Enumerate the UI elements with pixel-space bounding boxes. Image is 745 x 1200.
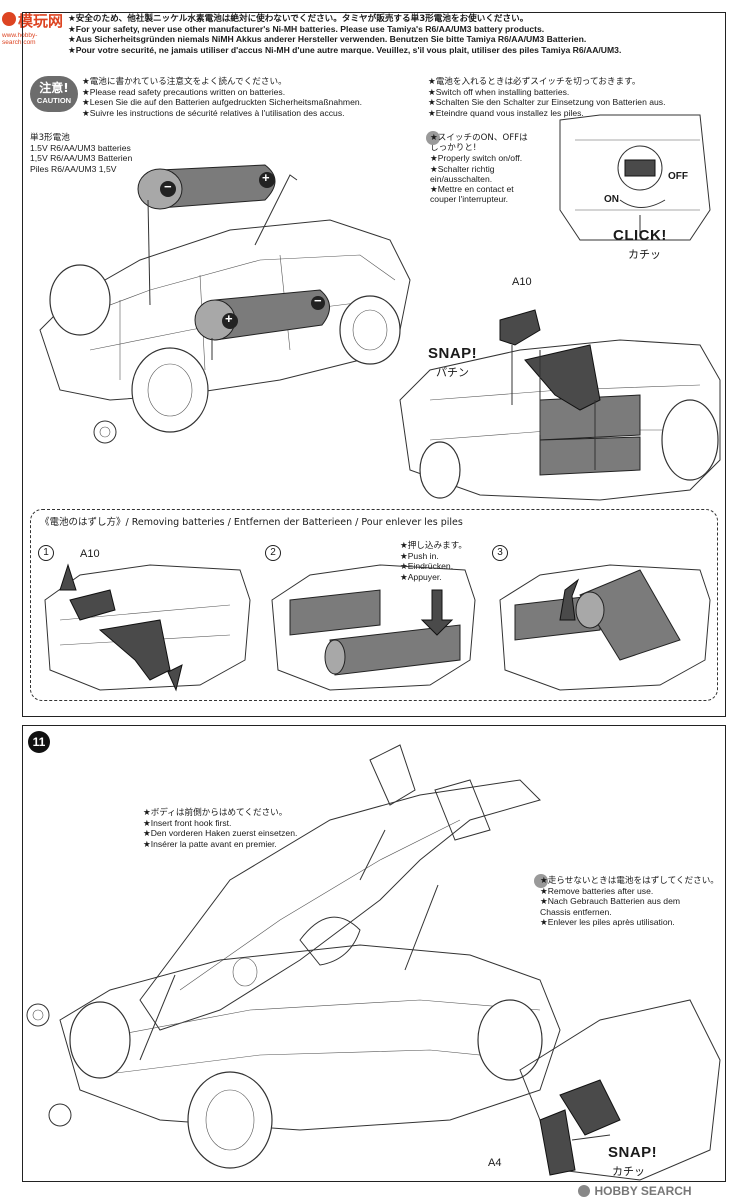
- removal-step-number: 2: [265, 545, 281, 561]
- top-warning-line: ★安全のため、他社製ニッケル水素電池は絶対に使わないでください。タミヤが販売する…: [68, 14, 529, 24]
- front-hook-line: ★Insert front hook first.: [143, 818, 232, 829]
- step-11-number-text: 11: [32, 735, 46, 749]
- step-11-number: 11: [28, 731, 50, 753]
- remove-note-dot: [534, 874, 548, 888]
- remove-batteries-line: Chassis entfernen.: [540, 906, 612, 917]
- switch-off-label: OFF: [668, 171, 688, 182]
- part-a10-label: A10: [512, 276, 532, 288]
- click-callout: CLICK!: [613, 227, 667, 244]
- part-a4-label: A4: [488, 1157, 502, 1169]
- removal-step-number: 1: [38, 545, 54, 561]
- click-callout-jp: カチッ: [628, 248, 661, 261]
- step-11-panel: [22, 725, 726, 1182]
- caution-badge: 注意! CAUTION: [30, 76, 78, 112]
- top-warning-line: ★Pour votre securité, ne jamais utiliser…: [68, 44, 622, 55]
- remove-batteries-text: ★走らせないときは電池をはずしてください。 ★Remove batteries …: [534, 874, 719, 927]
- switch-note-line: ein/ausschalten.: [430, 173, 493, 184]
- watermark-logo-text: 模玩网: [18, 12, 64, 30]
- snap-callout-step11-jp: カチッ: [612, 1165, 645, 1178]
- caution-line: ★電池に書かれている注意文をよく読んでください。: [82, 77, 287, 87]
- remove-batteries-line: ★Nach Gebrauch Batterien aus dem: [540, 896, 681, 907]
- battery-plus-symbol: +: [262, 170, 270, 185]
- removal-step-number: 3: [492, 545, 508, 561]
- front-hook-line: ★ボディは前側からはめてください。: [143, 808, 288, 818]
- watermark-bottom-text: HOBBY SEARCH: [594, 1183, 692, 1198]
- body-insert-arrow: [404, 884, 439, 971]
- snap-callout: SNAP!: [428, 345, 478, 362]
- snap-callout-step11: SNAP!: [608, 1144, 658, 1161]
- removal-a10-label: A10: [80, 548, 100, 560]
- switch-note: ★スイッチのON、OFFは しっかりと! ★Properly switch on…: [426, 131, 528, 205]
- switch-note-line: ★Schalter richtig: [430, 163, 495, 174]
- rear-detail-illustration: [519, 999, 721, 1181]
- switch-note-line: ★Mettre en contact et: [430, 184, 514, 195]
- body-insert-arrow: [139, 974, 176, 1061]
- switch-illustration: [559, 114, 711, 241]
- battery-label-line: 単3形電池: [30, 133, 70, 143]
- push-in-line: ★押し込みます。: [400, 541, 468, 551]
- watermark-url: www.hobby-search.com: [2, 32, 38, 46]
- switch-off-line: ★Switch off when installing batteries.: [428, 87, 570, 98]
- battery-bottom: [194, 289, 330, 341]
- remove-batteries-line: ★Remove batteries after use.: [540, 886, 654, 897]
- battery-minus-symbol: −: [164, 179, 172, 194]
- removal-step-3-illustration: [499, 564, 711, 691]
- front-hook-line: ★Den vorderen Haken zuerst einsetzen.: [143, 828, 298, 839]
- switch-note-dot: [426, 131, 440, 145]
- remove-batteries-line: ★Enlever les piles après utilisation.: [540, 916, 675, 927]
- caution-line: ★Please read safety precautions written …: [82, 87, 286, 98]
- caution-line: ★Suivre les instructions de sécurité rel…: [82, 107, 345, 118]
- switch-on-label: ON: [604, 194, 619, 205]
- removal-step-2-illustration: [271, 564, 476, 691]
- battery-label-line: 1,5V R6/AA/UM3 Batterien: [30, 153, 133, 164]
- push-in-line: ★Push in.: [400, 551, 439, 562]
- battery-install-panel: [22, 12, 726, 717]
- caution-line: ★Lesen Sie die auf den Batterien aufgedr…: [82, 97, 363, 108]
- caution-text: ★電池に書かれている注意文をよく読んでください。 ★Please read sa…: [82, 77, 362, 118]
- chassis-illustration-right: [399, 309, 721, 501]
- removing-batteries-title: 《電池のはずし方》/ Removing batteries / Entferne…: [40, 517, 463, 528]
- snap-callout-jp: パチン: [436, 366, 469, 379]
- top-warning: ★安全のため、他社製ニッケル水素電池は絶対に使わないでください。タミヤが販売する…: [68, 14, 621, 55]
- switch-note-line: ★スイッチのON、OFFは: [430, 133, 528, 143]
- top-warning-line: ★For your safety, never use other manufa…: [68, 24, 545, 35]
- push-in-line: ★Appuyer.: [400, 571, 442, 582]
- front-hook-line: ★Insérer la patte avant en premier.: [143, 838, 277, 849]
- switch-note-line: couper l'interrupteur.: [430, 194, 509, 205]
- switch-off-line: ★電池を入れるときは必ずスイッチを切っておきます。: [428, 77, 641, 87]
- switch-off-text: ★電池を入れるときは必ずスイッチを切っておきます。 ★Switch off wh…: [428, 77, 666, 118]
- battery-plus-symbol: +: [225, 311, 233, 326]
- battery-label-line: Piles R6/AA/UM3 1,5V: [30, 163, 117, 174]
- caution-badge-en: CAUTION: [36, 96, 72, 105]
- insert-arrow: [147, 199, 151, 306]
- removal-step-1-illustration: [44, 563, 251, 692]
- insert-arrow: [254, 174, 298, 246]
- front-hook-text: ★ボディは前側からはめてください。 ★Insert front hook fir…: [143, 808, 297, 849]
- removing-batteries-panel: [30, 509, 718, 701]
- switch-note-line: ★Properly switch on/off.: [430, 153, 523, 164]
- battery-minus-symbol: −: [314, 293, 322, 308]
- watermark-bottom: HOBBY SEARCH: [578, 1182, 692, 1200]
- remove-batteries-line: ★走らせないときは電池をはずしてください。: [540, 876, 719, 886]
- switch-note-line: しっかりと!: [430, 143, 477, 154]
- top-warning-line: ★Aus Sicherheitsgründen niemals NiMH Akk…: [68, 34, 587, 45]
- chassis-illustration-step11: [26, 944, 561, 1169]
- switch-off-line: ★Schalten Sie den Schalter zur Einsetzun…: [428, 97, 666, 108]
- body-insert-arrow: [359, 829, 386, 881]
- chassis-illustration-left: [39, 219, 411, 444]
- battery-top: [137, 164, 276, 210]
- watermark-bottom-icon: [578, 1184, 590, 1197]
- push-in-text: ★押し込みます。 ★Push in. ★Eindrücken. ★Appuyer…: [400, 541, 467, 582]
- watermark-logo-icon: [2, 12, 16, 26]
- watermark-logo: 模玩网 www.hobby-search.com: [2, 10, 68, 46]
- battery-label: 単3形電池 1.5V R6/AA/UM3 batteries 1,5V R6/A…: [30, 133, 132, 174]
- battery-label-line: 1.5V R6/AA/UM3 batteries: [30, 143, 131, 154]
- body-shell-illustration: [139, 744, 541, 1031]
- push-in-line: ★Eindrücken.: [400, 561, 454, 572]
- switch-off-line: ★Eteindre quand vous installez les piles…: [428, 107, 584, 118]
- caution-badge-jp: 注意!: [39, 81, 69, 95]
